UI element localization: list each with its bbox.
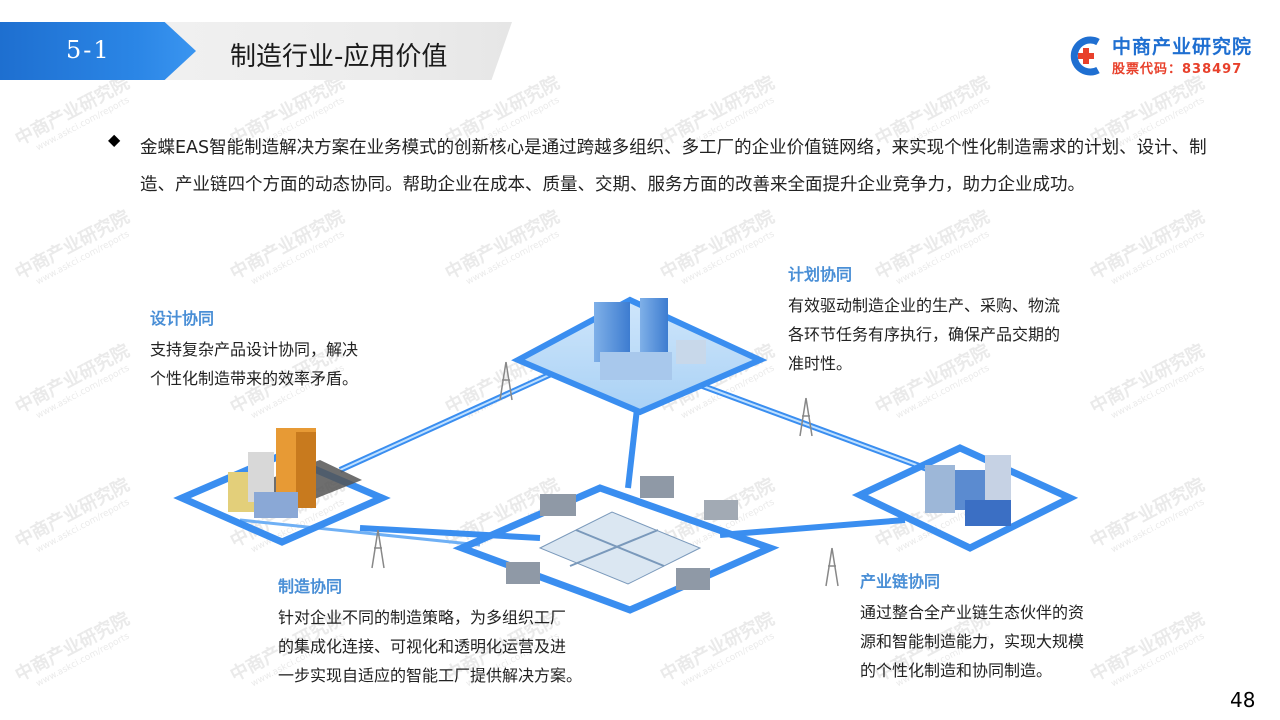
plan-tower-right: [640, 298, 668, 356]
section-number: 5-1: [66, 36, 111, 64]
bullet-icon: ◆: [108, 130, 121, 149]
plan-caption: 计划协同 有效驱动制造企业的生产、采购、物流 各环节任务有序执行，确保产品交期的…: [788, 261, 1060, 378]
factory-box-5: [676, 568, 710, 590]
plan-caption-title: 计划协同: [788, 265, 853, 284]
chain-building-1: [925, 465, 955, 513]
page-title: 制造行业-应用价值: [230, 42, 448, 72]
signal-towers: [371, 361, 839, 587]
factory-box-2: [640, 476, 674, 498]
logo-name: 中商产业研究院: [1112, 36, 1253, 58]
plan-node: [511, 296, 768, 416]
manufacture-caption-line: 一步实现自适应的智能工厂提供解决方案。: [278, 666, 583, 685]
tower-icon: [499, 361, 513, 401]
company-logo: 中商产业研究院 股票代码：838497: [1068, 30, 1268, 82]
chain-caption: 产业链协同 通过整合全产业链生态伙伴的资 源和智能制造能力，实现大规模 的个性化…: [860, 568, 1084, 685]
manufacture-caption-line: 的集成化连接、可视化和透明化运营及进: [278, 637, 567, 656]
chain-node: [851, 444, 1079, 552]
link-plan-manufacture: [625, 399, 641, 489]
link-plan-chain-glow: [699, 384, 931, 471]
plan-building-low: [600, 352, 672, 380]
chain-building-4: [965, 500, 1011, 526]
stock-code: 股票代码：838497: [1112, 62, 1243, 77]
section-badge: [0, 22, 196, 80]
manufacture-node: [452, 476, 780, 614]
plan-caption-line: 准时性。: [788, 354, 853, 373]
tower-icon: [825, 547, 839, 587]
factory-box-1: [540, 494, 576, 516]
chain-node-ring: [851, 444, 1079, 552]
manufacture-caption-title: 制造协同: [278, 577, 343, 596]
chain-caption-title: 产业链协同: [860, 572, 941, 591]
manufacture-grid-1: [575, 529, 665, 567]
plan-caption-line: 各环节任务有序执行，确保产品交期的: [788, 325, 1061, 344]
design-caption-line: 支持复杂产品设计协同，解决: [150, 340, 359, 359]
chain-caption-line: 的个性化制造和协同制造。: [860, 661, 1053, 680]
link-design-plan-glow: [339, 369, 561, 471]
factory-box-4: [506, 562, 540, 584]
manufacture-grid-2: [569, 529, 659, 567]
link-design-bottom: [239, 518, 481, 547]
chain-caption-line: 源和智能制造能力，实现大规模: [860, 632, 1085, 651]
chain-caption-line: 通过整合全产业链生态伙伴的资: [860, 603, 1085, 622]
tower-icon: [799, 397, 813, 437]
plan-building-annex: [676, 340, 706, 364]
design-building-low: [254, 492, 298, 518]
design-node: [173, 428, 391, 546]
link-design-manufacture: [359, 525, 541, 541]
plan-caption-line: 有效驱动制造企业的生产、采购、物流: [788, 296, 1061, 315]
logo-mark-icon: [1070, 36, 1100, 76]
intro-paragraph: 金蝶EAS智能制造解决方案在业务模式的创新核心是通过跨越多组织、多工厂的企业价值…: [140, 138, 1207, 195]
manufacture-caption-line: 针对企业不同的制造策略，为多组织工厂: [278, 608, 567, 627]
network-links: [239, 367, 932, 547]
page-number: 48: [1230, 688, 1256, 712]
design-building-tall-side: [296, 432, 316, 508]
tower-icon: [371, 529, 385, 569]
factory-box-3: [704, 500, 738, 520]
link-manufacture-chain: [719, 517, 906, 538]
design-caption-line: 个性化制造带来的效率矛盾。: [150, 369, 359, 388]
design-caption: 设计协同 支持复杂产品设计协同，解决 个性化制造带来的效率矛盾。: [150, 305, 358, 393]
manufacture-caption: 制造协同 针对企业不同的制造策略，为多组织工厂 的集成化连接、可视化和透明化运营…: [278, 573, 582, 690]
design-caption-title: 设计协同: [150, 309, 215, 328]
